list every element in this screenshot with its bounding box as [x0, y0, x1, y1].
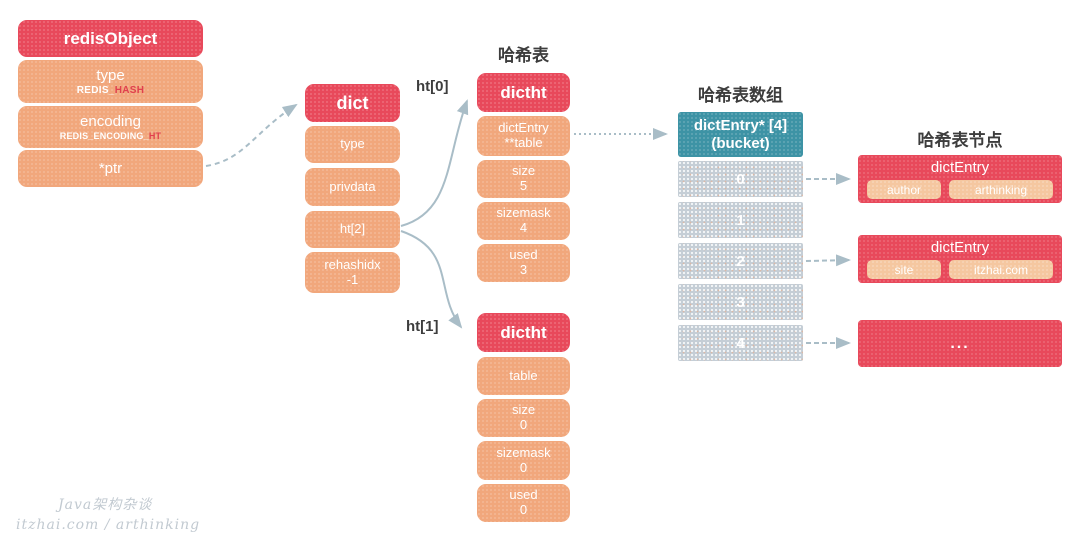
- dictentry-key: site: [867, 260, 941, 279]
- encoding-label: encoding: [80, 112, 141, 130]
- dictentry-key: author: [867, 180, 941, 199]
- rehashidx-label: rehashidx: [324, 256, 381, 272]
- dictentry-title: dictEntry: [930, 159, 990, 176]
- redisobject-header: redisObject: [18, 20, 203, 57]
- dictentry-kv-row: author arthinking: [858, 180, 1062, 199]
- dictentry-title: dictEntry: [930, 239, 990, 256]
- arrow-slot2-to-node1: [805, 254, 851, 267]
- ht0-label: ht[0]: [416, 78, 449, 95]
- redisobject-title: redisObject: [63, 28, 158, 48]
- dictht0-used-field: used 3: [477, 244, 570, 282]
- dict-title: dict: [336, 92, 369, 113]
- dict-header: dict: [305, 84, 400, 122]
- type-label: type: [96, 66, 125, 84]
- hash-table-array-label: 哈希表数组: [698, 86, 783, 105]
- dictht1-used-field: used 0: [477, 484, 570, 522]
- bucket-slot-2: 2: [678, 243, 803, 279]
- dictentry-value: arthinking: [949, 180, 1053, 199]
- redisobject-type-field: type REDIS_HASH: [18, 60, 203, 103]
- rehashidx-value: -1: [346, 271, 359, 287]
- dict-privdata-field: privdata: [305, 168, 400, 206]
- hash-table-node-label: 哈希表节点: [917, 131, 1003, 150]
- ht1-label: ht[1]: [406, 318, 439, 335]
- dictentry-value: itzhai.com: [949, 260, 1053, 279]
- arrow-ht2-to-dictht0: [400, 99, 469, 227]
- dictentry-kv-row: site itzhai.com: [858, 260, 1062, 279]
- dictht0-size-field: size 5: [477, 160, 570, 198]
- hash-table-label: 哈希表: [498, 46, 549, 65]
- dict-type-field: type: [305, 126, 400, 163]
- bucket-slot-3: 3: [678, 284, 803, 320]
- dictht0-table-field: dictEntry **table: [477, 116, 570, 156]
- bucket-slot-0: 0: [678, 161, 803, 197]
- redisobject-ptr-field: *ptr: [18, 150, 203, 187]
- dictentry-node-author: dictEntry author arthinking: [858, 155, 1062, 203]
- dictht0-header: dictht: [477, 73, 570, 112]
- dictht1-title: dictht: [500, 322, 547, 342]
- ptr-label: *ptr: [98, 159, 123, 177]
- dictentry-node-site: dictEntry site itzhai.com: [858, 235, 1062, 283]
- dict-ht2-field: ht[2]: [305, 211, 400, 248]
- bucket-slot-1: 1: [678, 202, 803, 238]
- dictentry-node-more: ...: [858, 320, 1062, 367]
- dictht0-title: dictht: [500, 82, 547, 102]
- dictht1-table-field: table: [477, 357, 570, 395]
- dictht1-sizemask-field: sizemask 0: [477, 441, 570, 480]
- redisobject-encoding-field: encoding REDIS_ENCODING_HT: [18, 106, 203, 148]
- type-value: REDIS_HASH: [76, 84, 145, 96]
- dictht1-header: dictht: [477, 313, 570, 352]
- arrow-ht2-to-dictht1: [400, 230, 463, 329]
- watermark-line1: Java架构杂谈: [58, 497, 153, 513]
- dict-rehashidx-field: rehashidx -1: [305, 252, 400, 293]
- bucket-slot-4: 4: [678, 325, 803, 361]
- dictht1-size-field: size 0: [477, 399, 570, 437]
- dictht0-sizemask-field: sizemask 4: [477, 202, 570, 240]
- bucket-header: dictEntry* [4] (bucket): [678, 112, 803, 157]
- encoding-value: REDIS_ENCODING_HT: [59, 130, 162, 141]
- arrow-ptr-to-dict: [205, 103, 298, 167]
- watermark-line2: itzhai.com / arthinking: [16, 517, 201, 533]
